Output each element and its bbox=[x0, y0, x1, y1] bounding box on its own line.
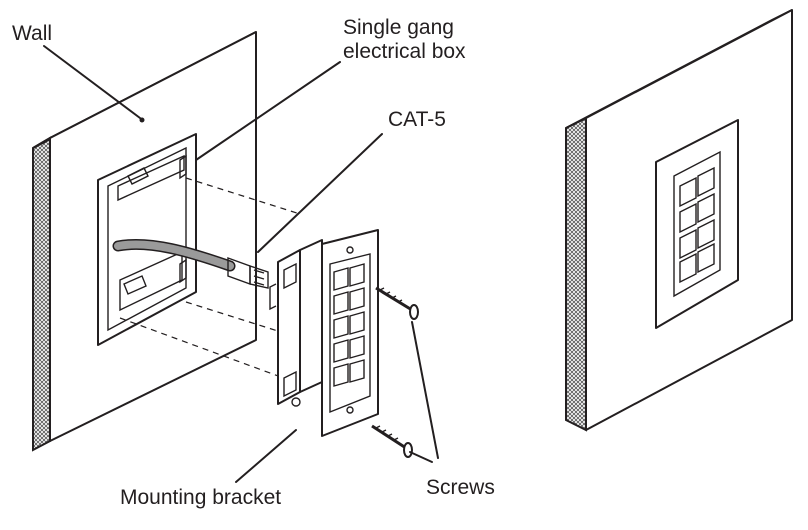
installed-faceplate bbox=[655, 119, 739, 329]
screw-top bbox=[375, 286, 419, 320]
cat5-label: CAT-5 bbox=[388, 108, 446, 131]
electrical-box-label-line2: electrical box bbox=[343, 40, 466, 63]
wall-leader-dot bbox=[139, 117, 145, 123]
screws-label: Screws bbox=[426, 476, 495, 499]
installed-keypad-buttons bbox=[679, 166, 715, 284]
cat5-cable bbox=[112, 238, 269, 289]
mounting-bracket bbox=[269, 239, 323, 407]
wall-label: Wall bbox=[12, 22, 52, 45]
leader-lines bbox=[43, 45, 439, 483]
screw-bottom bbox=[371, 424, 413, 458]
mounting-bracket-label: Mounting bracket bbox=[120, 486, 281, 509]
keypad-faceplate bbox=[321, 229, 379, 437]
electrical-box-label-line1: Single gang bbox=[343, 16, 454, 39]
keypad-buttons bbox=[333, 263, 365, 387]
